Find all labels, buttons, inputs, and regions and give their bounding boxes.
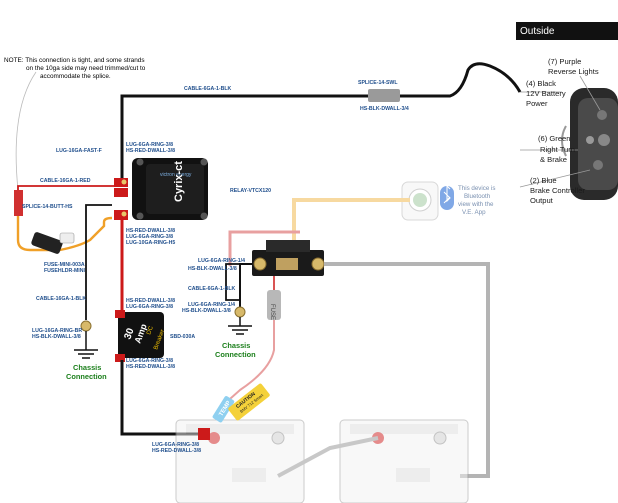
breaker-30a: 30 Amp DC Breaker <box>118 312 166 358</box>
label-hs-red-dwall-c: HS-RED-DWALL-3/8 <box>126 298 175 304</box>
black-6ga-cable-top <box>120 62 522 178</box>
battery-right <box>339 419 469 503</box>
black-breaker-to-battery <box>120 360 200 436</box>
bluetooth-icon <box>440 184 454 210</box>
battery-left <box>175 419 305 503</box>
black-16ga-cable <box>85 204 112 320</box>
black-shunt-to-chassis <box>239 263 252 310</box>
shunt-frame-red <box>228 230 300 266</box>
label-fuseholder: FUSEHLDR-MINI <box>44 268 85 274</box>
pin-4-desc: 12V Battery <box>526 89 566 98</box>
label-fuse: FUSE-MINI-003A <box>44 262 85 268</box>
relay-terminals <box>114 178 128 220</box>
label-lug-16ga-ring-br: LUG-16GA-RING-BR <box>32 328 82 334</box>
grey-shunt-to-battery <box>324 262 490 478</box>
label-relay: RELAY-VTCX120 <box>230 188 271 194</box>
black-shunt-lower <box>225 263 252 301</box>
relay-name: Cyrix-ct <box>173 161 185 202</box>
inline-fuse-label: FUSE <box>269 304 275 320</box>
label-hs-red-dwall-d: HS-RED-DWALL-3/8 <box>126 364 175 370</box>
chassis-left-label-2: Connection <box>66 372 107 381</box>
label-lug-10ga-ring: LUG-10GA-RING-H5 <box>126 240 175 246</box>
label-lug-6ga-ring-a: LUG-6GA-RING-3/8 <box>126 142 173 148</box>
breaker-terminal-bottom <box>115 354 125 362</box>
chassis-mid-label-1: Chassis <box>222 341 250 350</box>
relay-brand: victron energy <box>160 172 192 178</box>
outside-title-bar <box>516 22 618 40</box>
temp-sensor-wire <box>221 320 275 407</box>
bmv-monitor-icon <box>401 181 439 221</box>
label-cable-6ga-top: CABLE-6GA-1-BLK <box>184 86 232 92</box>
label-breaker-part: SBD-030A <box>170 334 195 340</box>
inline-fuse <box>267 290 281 320</box>
grey-battery-jumper <box>277 436 379 478</box>
outside-title: Outside <box>520 26 555 37</box>
orange-fuse-wire <box>16 216 113 252</box>
bluetooth-line-4: V.E. App <box>462 209 486 216</box>
pin-7-desc: Reverse Lights <box>548 67 599 76</box>
breaker-amp: 30 <box>122 326 136 341</box>
bluetooth-line-1: This device is <box>458 185 495 192</box>
label-lug-6ga-ring-c: LUG-6GA-RING-3/8 <box>126 304 173 310</box>
chassis-left-label-1: Chassis <box>73 363 101 372</box>
pin-leader-purple <box>579 75 601 111</box>
splice-swl <box>368 89 400 102</box>
pin-2-number: (2) Blue <box>530 176 557 185</box>
chassis-mid-label-2: Connection <box>215 350 256 359</box>
label-hs-red-dwall-a: HS-RED-DWALL-3/8 <box>126 148 175 154</box>
note-line-1: NOTE: This connection is tight, and some… <box>4 57 145 64</box>
label-lug-6ga-ring-b: LUG-6GA-RING-3/8 <box>126 234 173 240</box>
chassis-ground-mid <box>228 306 252 335</box>
bmv-sense-wire <box>292 198 410 244</box>
note-leader <box>15 71 37 191</box>
red-16ga-cable <box>17 185 118 190</box>
chassis-ground-left <box>74 320 98 359</box>
pin-7-number: (7) Purple <box>548 57 581 66</box>
relay-cyrix-ct: victron energy Cyrix-ct <box>132 158 208 220</box>
label-hs-red-dwall-b: HS-RED-DWALL-3/8 <box>126 228 175 234</box>
breaker-dc: DC <box>146 325 155 336</box>
label-hs-blk-dwall-a: HS-BLK-DWALL-3/8 <box>188 266 237 272</box>
label-splice-swl: SPLICE-14-SWL <box>358 80 398 86</box>
label-lug-6ga-ring-14-b: LUG-6GA-RING-1/4 <box>188 302 235 308</box>
label-cable-16ga-blk: CABLE-16GA-1-BLK <box>36 296 86 302</box>
label-hs-blk-dwall-c: HS-BLK-DWALL-3/8 <box>32 334 81 340</box>
pin-2-desc2: Output <box>530 196 554 205</box>
pin-2-desc: Brake Controller <box>530 186 585 195</box>
pin-6-desc: Right Turn <box>540 145 575 154</box>
bluetooth-line-2: Bluetooth <box>464 193 491 200</box>
trailer-plug-connector <box>561 88 618 200</box>
label-cable-6ga-blk-mid: CABLE-6GA-1-BLK <box>188 286 236 292</box>
label-lug-6ga-ring-d: LUG-6GA-RING-3/8 <box>126 358 173 364</box>
note-line-3: accommodate the splice. <box>40 73 111 80</box>
pin-leader-blue <box>519 169 591 188</box>
splice-butt-hs <box>14 190 23 216</box>
battery-shunt <box>252 240 325 276</box>
note-line-2: on the 10ga side may need trimmed/cut to <box>26 65 146 72</box>
label-hs-red-dwall-e: HS-RED-DWALL-3/8 <box>152 448 201 454</box>
label-lug-6ga-ring-14-a: LUG-6GA-RING-1/4 <box>198 258 245 264</box>
label-hs-blk-dwall-b: HS-BLK-DWALL-3/8 <box>182 308 231 314</box>
battery-positive-lug <box>198 428 210 440</box>
mini-fuse-holder <box>31 232 75 254</box>
label-cable-16ga-red: CABLE-16GA-1-RED <box>40 178 91 184</box>
pin-4-number: (4) Black <box>526 79 556 88</box>
pin-6-number: (6) Green <box>538 134 571 143</box>
breaker-terminal-top <box>115 310 125 318</box>
pin-6-desc2: & Brake <box>540 155 567 164</box>
label-lug-6ga-ring-e: LUG-6GA-RING-3/8 <box>152 442 199 448</box>
label-lug-16ga-fast: LUG-16GA-FAST-F <box>56 148 102 154</box>
bluetooth-line-3: view with the <box>458 201 494 208</box>
label-splice-butt: SPLICE-14-BUTT-HS <box>22 204 73 210</box>
pin-4-desc2: Power <box>526 99 548 108</box>
label-hs-blk-dwall-top: HS-BLK-DWALL-3/4 <box>360 106 409 112</box>
